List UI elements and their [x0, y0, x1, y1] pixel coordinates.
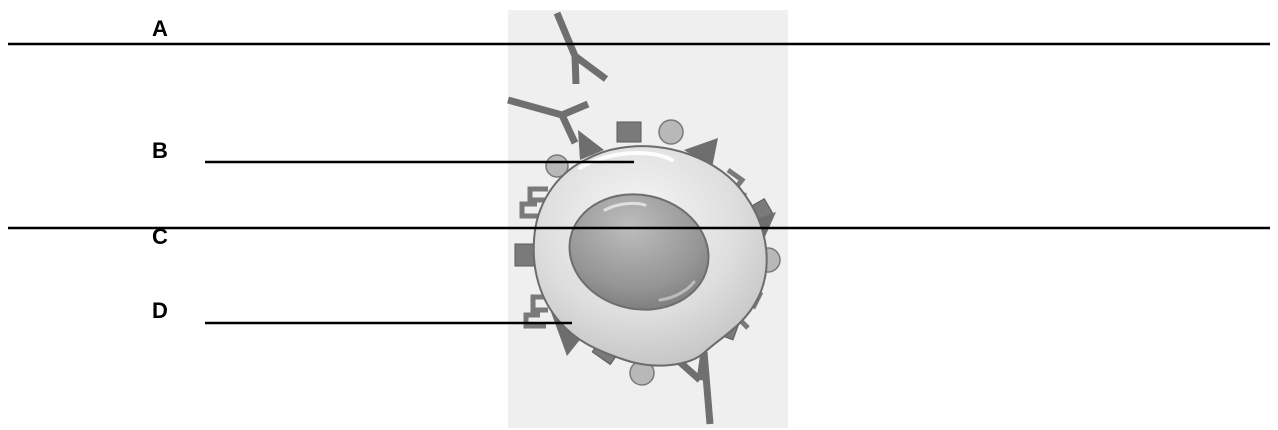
label-d: D: [152, 300, 168, 322]
label-c: C: [152, 226, 168, 248]
label-a: A: [152, 18, 168, 40]
label-b: B: [152, 140, 168, 162]
